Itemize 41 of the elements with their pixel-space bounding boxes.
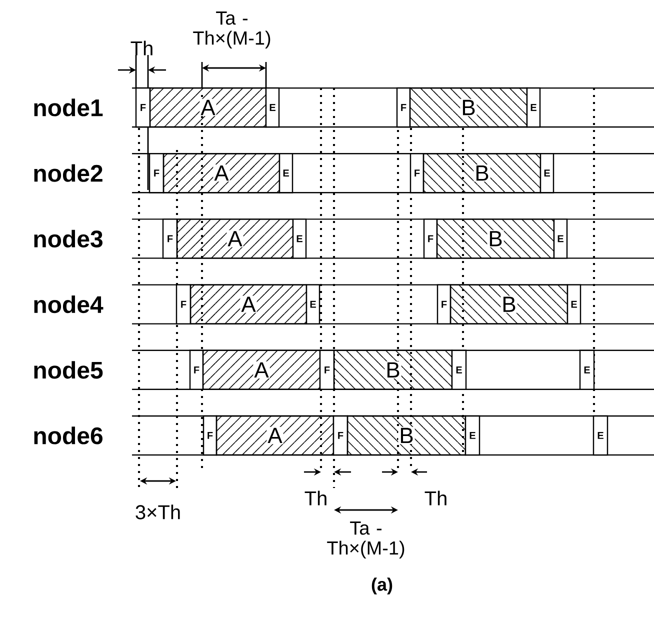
slot-marker-box: F xyxy=(319,350,335,390)
slot-marker-box: E xyxy=(451,350,467,390)
slot-marker-box: F xyxy=(202,415,218,456)
slot-marker-box: E xyxy=(579,350,595,390)
slot-marker-box: E xyxy=(278,153,294,194)
slot-marker-box: F xyxy=(162,218,178,259)
slot-marker-box: F xyxy=(410,153,424,194)
slot-marker-box: F xyxy=(176,284,192,324)
hatched-slot: B xyxy=(436,218,555,259)
dimension-label: Th xyxy=(130,40,152,56)
slot-marker-box: E xyxy=(526,87,541,128)
slot-marker-box: E xyxy=(265,87,280,128)
caption: (a) xyxy=(372,578,392,594)
hatched-slot: B xyxy=(450,284,568,324)
slot-marker-box: E xyxy=(566,284,582,324)
slot-marker-box: E xyxy=(292,218,307,259)
dimension-label: Ta - Th×(M-1) xyxy=(327,522,404,558)
hatched-slot: A xyxy=(190,284,308,324)
dimension-label: Ta - Th×(M-1) xyxy=(193,12,270,48)
row-label: node4 xyxy=(34,295,104,314)
slot-marker-box: F xyxy=(189,350,204,390)
slot-marker-box: F xyxy=(436,284,452,324)
slot-marker-box: E xyxy=(592,415,608,456)
hatched-slot: A xyxy=(176,218,294,259)
slot-marker-box: F xyxy=(396,87,411,128)
row-label: node3 xyxy=(34,230,102,248)
slot-marker-box: F xyxy=(148,153,164,194)
row-label: node5 xyxy=(34,361,103,379)
dimension-label: 3×Th xyxy=(136,504,180,520)
row-label: node6 xyxy=(34,426,102,444)
slot-marker-box: F xyxy=(332,415,348,456)
slot-marker-box: E xyxy=(306,284,320,324)
dimension-label: Th xyxy=(304,490,326,506)
dimension-label: Th xyxy=(424,490,446,506)
slot-marker-box: F xyxy=(135,87,151,128)
slot-marker-box: E xyxy=(553,218,568,259)
row-label: node1 xyxy=(34,98,103,116)
slot-marker-box: F xyxy=(423,218,438,259)
row-label: node2 xyxy=(34,164,102,182)
slot-marker-box: E xyxy=(540,153,554,194)
slot-marker-box: E xyxy=(464,415,480,456)
